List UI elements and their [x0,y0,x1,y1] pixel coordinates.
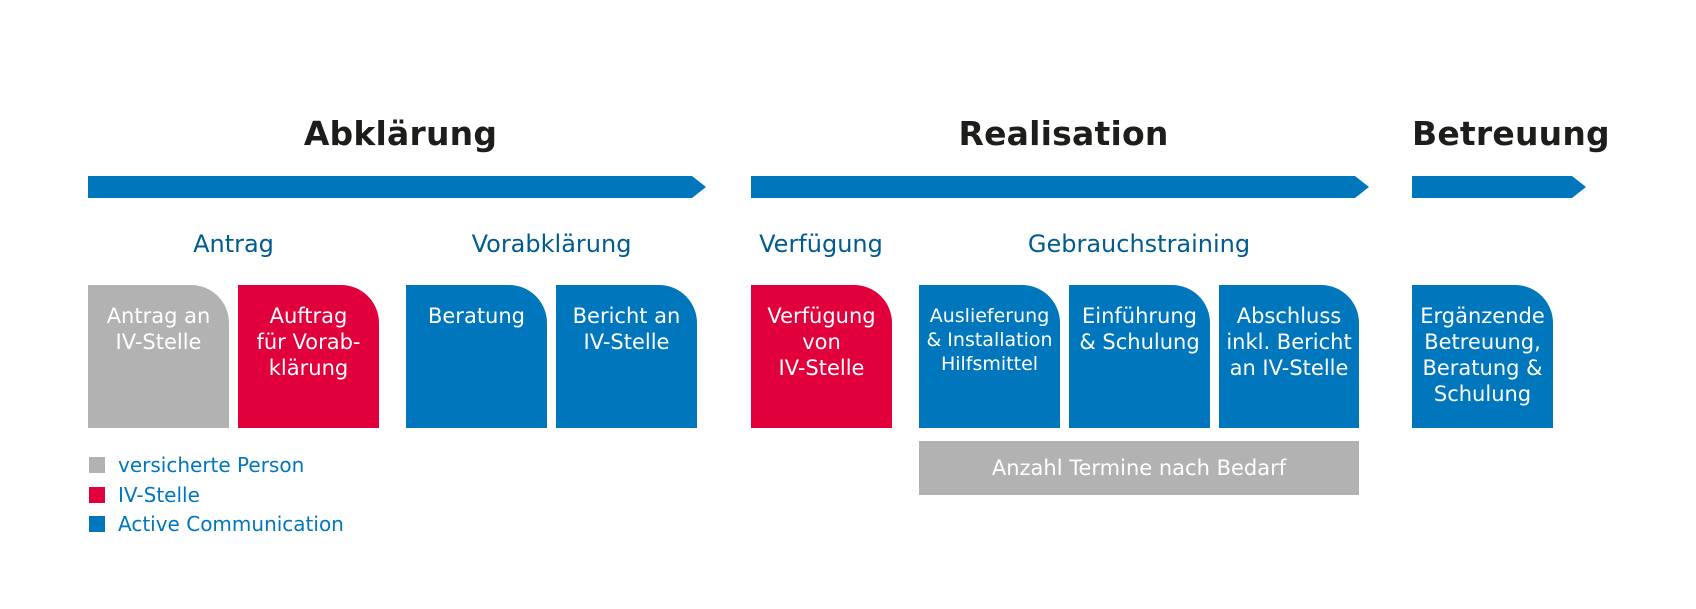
step-box-auftrag-vorabklaerung: Auftrag für Vorab- klärung [238,285,379,428]
step-line: Beratung [427,304,525,328]
subhead-antrag: Antrag [193,230,274,258]
step-line: von [802,330,841,354]
legend-label: versicherte Person [118,453,305,477]
step-line: an IV-Stelle [1229,356,1349,380]
phase-arrow-abklaerung [88,176,706,198]
legend-swatch-red [89,487,105,503]
step-box-ergaenzende-betreuung: Ergänzende Betreuung, Beratung & Schulun… [1412,285,1553,428]
step-line: Beratung & [1422,356,1543,380]
step-line: inkl. Bericht [1226,330,1352,354]
step-line: Verfügung [767,304,876,328]
step-box-antrag-an-iv-stelle: Antrag an IV-Stelle [88,285,229,428]
legend-item-iv-stelle: IV-Stelle [89,484,200,506]
step-box-einfuehrung-schulung: Einführung & Schulung [1069,285,1210,428]
step-line: Hilfsmittel [940,353,1039,375]
subhead-vorabklaerung: Vorabklärung [471,230,632,258]
step-box-bericht-an-iv-stelle: Bericht an IV-Stelle [556,285,697,428]
step-line: Bericht an [572,304,681,328]
step-line: Auslieferung [929,305,1050,327]
subhead-verfuegung: Verfügung [759,230,883,258]
step-line: IV-Stelle [778,356,865,380]
phase-arrow-betreuung [1412,176,1586,198]
step-line: Abschluss [1236,304,1342,328]
step-line: & Installation [926,329,1053,351]
legend-swatch-grey [89,457,105,473]
training-appointments-bar: Anzahl Termine nach Bedarf [919,441,1359,495]
step-line: IV-Stelle [583,330,670,354]
legend-label: Active Communication [118,512,344,536]
phase-title-realisation: Realisation [958,114,1169,153]
step-line: Schulung [1433,382,1532,406]
subhead-gebrauchstraining: Gebrauchstraining [1027,230,1251,258]
step-line: & Schulung [1079,330,1200,354]
phase-arrow-realisation [751,176,1369,198]
step-box-beratung: Beratung [406,285,547,428]
step-line: Antrag an [106,304,211,328]
step-line: klärung [268,356,349,380]
legend-item-versicherte-person: versicherte Person [89,454,304,476]
step-line: Einführung [1081,304,1197,328]
step-line: Ergänzende [1420,304,1545,328]
step-box-auslieferung-installation: Auslieferung & Installation Hilfsmittel [919,285,1060,428]
legend-label: IV-Stelle [118,483,200,507]
step-box-abschluss-bericht: Abschluss inkl. Bericht an IV-Stelle [1219,285,1359,428]
step-line: IV-Stelle [115,330,202,354]
step-box-verfuegung-iv-stelle: Verfügung von IV-Stelle [751,285,892,428]
step-line: Betreuung, [1424,330,1541,354]
step-line: Auftrag [269,304,348,328]
phase-title-abklaerung: Abklärung [303,114,498,153]
phase-title-betreuung: Betreuung [1412,114,1610,153]
legend-swatch-blue [89,516,105,532]
step-line: für Vorab- [256,330,361,354]
legend-item-active-communication: Active Communication [89,513,344,535]
